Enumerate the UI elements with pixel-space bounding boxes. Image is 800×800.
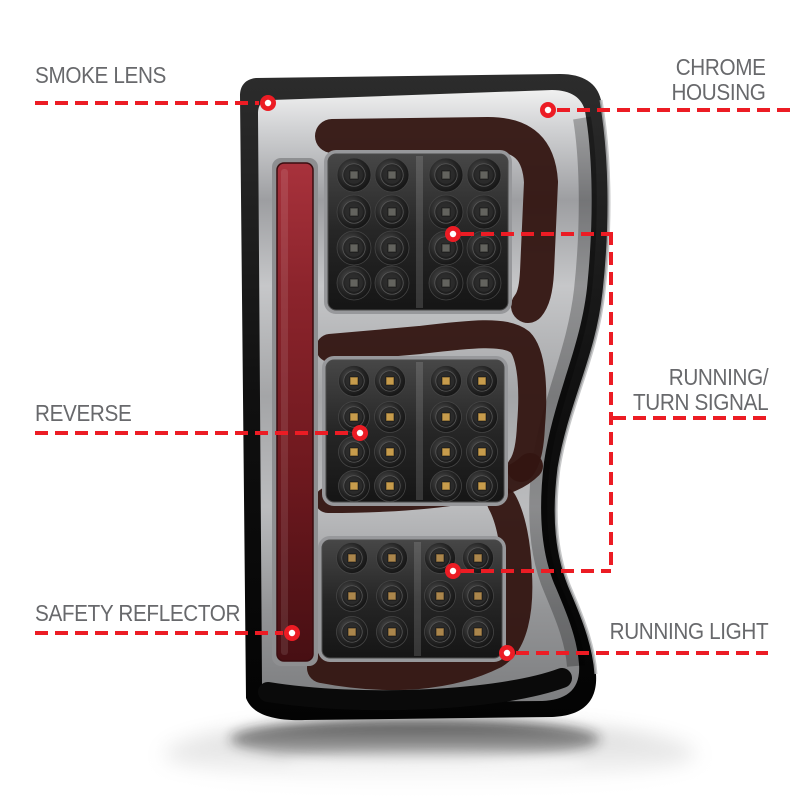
callout-dot-turn-signal-top [445,226,461,242]
callout-text-running: RUNNING/ [668,364,769,390]
led-array [336,157,502,648]
callout-text-chrome: CHROME [676,54,766,80]
outer-edge-highlight [554,99,611,675]
callout-connectors [35,95,790,661]
callout-text-running-light: RUNNING LIGHT [609,618,768,644]
panel-divider-middle [416,362,423,500]
callout-dot-smoke-lens [260,95,276,111]
reflection-fade [120,728,720,800]
tail-light-photo [240,74,611,721]
callout-label-smoke-lens: SMOKE LENS [35,63,166,88]
panel-divider-top [416,156,423,308]
chrome-shading [529,116,597,667]
panel-divider-bottom [414,542,421,656]
callout-dot-reverse [352,425,368,441]
callout-label-safety-reflector: SAFETY REFLECTOR [35,601,240,626]
light-bar-top [315,117,558,323]
callout-dot-turn-signal-bottom [445,563,461,579]
callout-label-reverse: REVERSE [35,400,132,426]
bottom-rim [258,668,572,711]
panel-bevel-bottom [318,536,506,662]
callout-text-housing: HOUSING [671,79,766,105]
callout-text-smoke-lens: SMOKE LENS [35,62,166,88]
callout-label-running-turn-signal: RUNNING/ TURN SIGNAL [632,364,769,415]
callout-label-running-light: RUNNING LIGHT [609,619,768,644]
callout-text-safety-reflector: SAFETY REFLECTOR [35,600,241,626]
callout-dot-running-light [499,645,515,661]
safety-reflector-strip [272,158,318,666]
callout-text-turn-signal: TURN SIGNAL [632,389,769,415]
callout-dot-safety-reflector [284,625,300,641]
light-bar-middle [316,320,547,482]
callout-dot-chrome-housing [540,102,556,118]
callout-text-reverse: REVERSE [35,400,132,426]
callout-label-chrome-housing: CHROME HOUSING [672,55,766,105]
